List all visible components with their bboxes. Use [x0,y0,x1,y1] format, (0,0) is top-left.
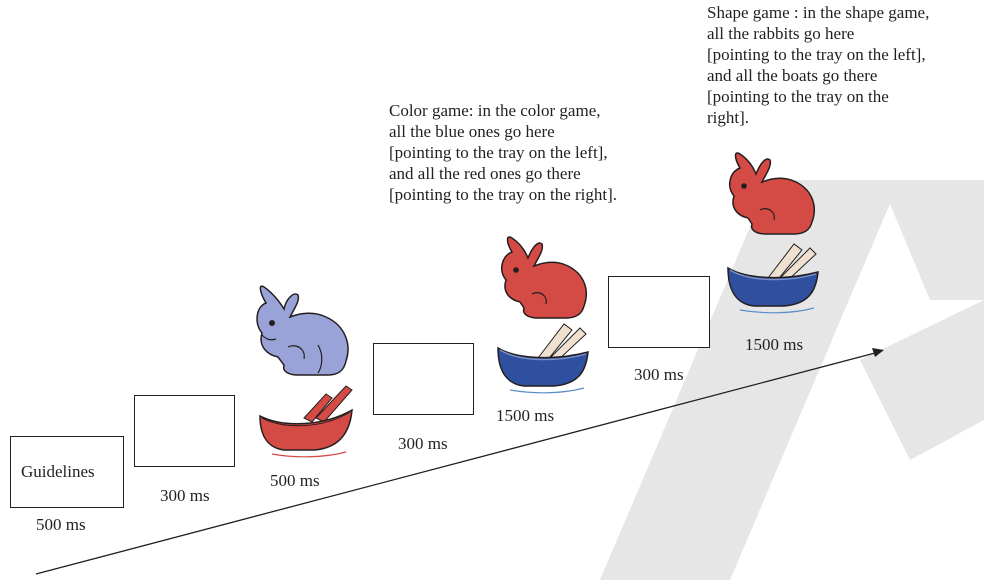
blank-screen-3 [608,276,710,348]
blue-rabbit-icon [256,285,349,376]
color-game-description: Color game: in the color game, all the b… [389,101,618,204]
blank-screen-1 [134,395,235,467]
guidelines-label: Guidelines [21,462,95,481]
blank-2-duration: 300 ms [398,434,448,453]
watermark-letters [600,180,984,580]
shape-game-description: Shape game : in the shape game, all the … [707,3,930,127]
blue-boat-icon [727,243,819,314]
red-rabbit-icon [728,152,816,235]
stim-2-duration: 1500 ms [496,406,555,425]
guidelines-box [10,436,124,508]
blue-boat-icon [497,323,589,394]
stim-3-duration: 1500 ms [745,335,804,354]
stim-1-duration: 500 ms [270,471,320,490]
red-boat-icon [259,385,353,458]
guidelines-duration: 500 ms [36,515,86,534]
blank-3-duration: 300 ms [634,365,684,384]
red-rabbit-icon [500,236,588,319]
blank-1-duration: 300 ms [160,486,210,505]
blank-screen-2 [373,343,474,415]
